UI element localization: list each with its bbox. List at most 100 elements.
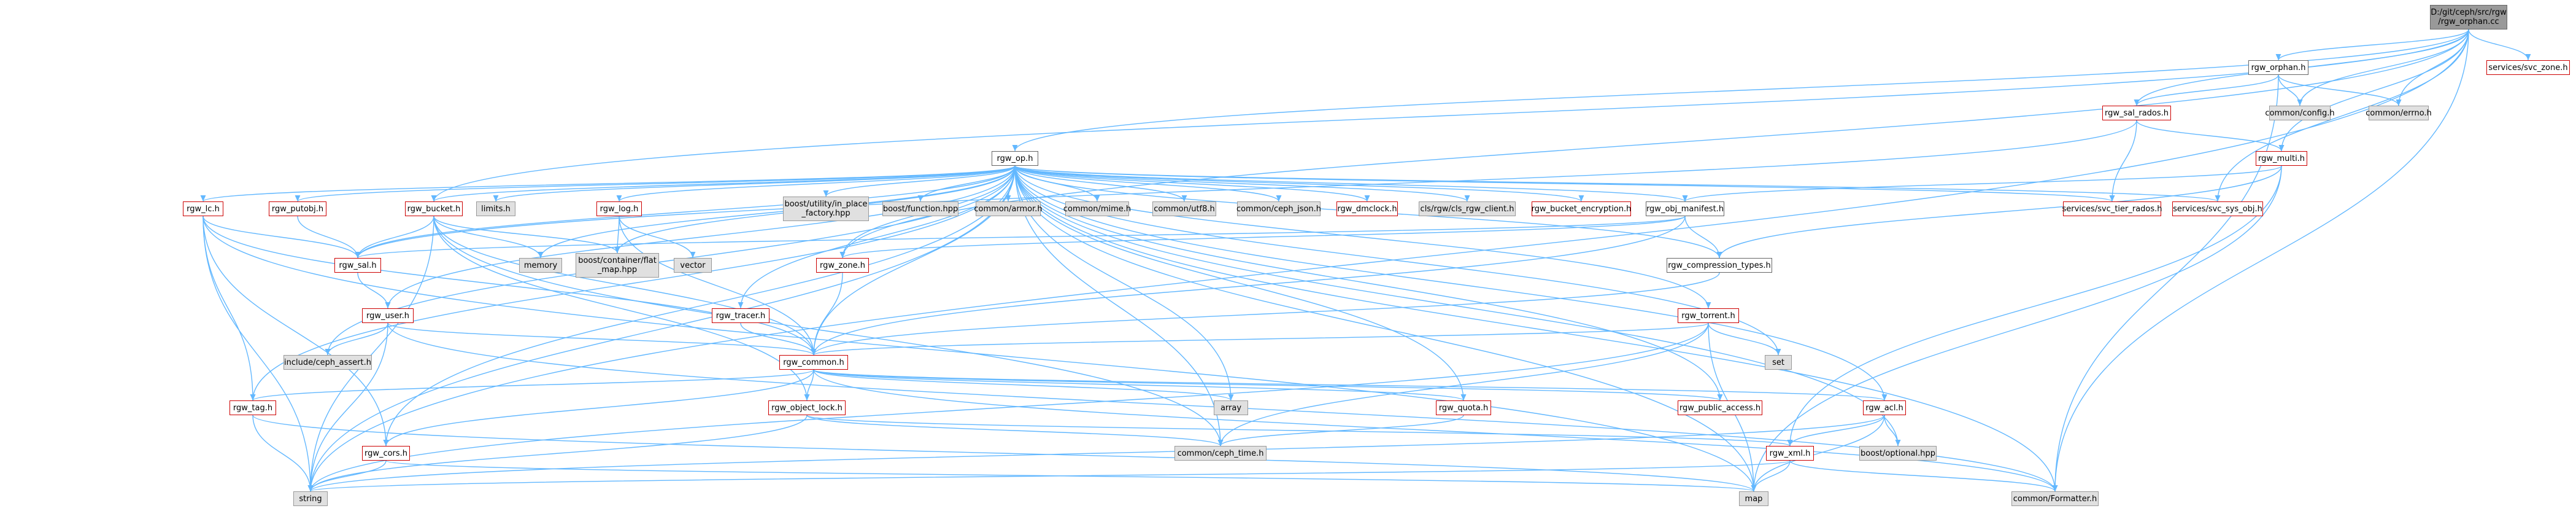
edge-rgw_bucket-to-rgw_common: [433, 216, 817, 356]
edge-root-to-common_formatter: [2052, 29, 2469, 492]
edge-rgw_op-to-rgw_bucket_encryption: [1014, 165, 1584, 202]
edge-rgw_bucket-to-memory: [433, 216, 544, 259]
node-memory: memory: [519, 258, 562, 273]
node-include-ceph-assert: include/ceph_assert.h: [283, 355, 372, 370]
node-svc-sys-obj[interactable]: services/svc_sys_obj.h: [2172, 201, 2263, 216]
edge-rgw_tracer-to-rgw_common: [740, 322, 817, 356]
node-map: map: [1739, 491, 1768, 506]
edge-root-to-rgw_multi: [2278, 29, 2469, 152]
edge-rgw_cors-to-string: [307, 460, 387, 492]
edge-rgw_orphan_h-to-common_config: [2278, 74, 2303, 106]
edge-rgw_obj_manifest-to-rgw_sal: [355, 216, 1686, 259]
edge-rgw_op-to-rgw_dmclock: [1014, 165, 1370, 202]
node-rgw-multi[interactable]: rgw_multi.h: [2256, 151, 2307, 166]
edge-root-to-rgw_orphan_h: [2275, 29, 2469, 61]
edge-rgw_lc-to-string: [202, 216, 314, 492]
edge-rgw_user-to-string: [307, 322, 388, 492]
node-rgw-torrent[interactable]: rgw_torrent.h: [1678, 308, 1739, 323]
node-label: rgw_xml.h: [1769, 448, 1811, 458]
edge-rgw_xml-to-string: [308, 460, 1791, 492]
edge-rgw_op-to-rgw_putobj: [295, 165, 1016, 202]
node-cls-rgw-client: cls/rgw/cls_rgw_client.h: [1419, 201, 1516, 216]
node-rgw-op: rgw_op.h: [992, 151, 1038, 166]
node-rgw-common[interactable]: rgw_common.h: [779, 355, 848, 370]
node-label: rgw_dmclock.h: [1337, 204, 1397, 214]
edge-rgw_sal_rados-to-svc_tier_rados: [2109, 120, 2137, 202]
node-label: common/Formatter.h: [2013, 494, 2097, 504]
node-label: rgw_bucket.h: [407, 204, 461, 214]
node-label: common/ceph_time.h: [1177, 448, 1264, 458]
node-label: common/errno.h: [2366, 108, 2432, 118]
node-svc-zone[interactable]: services/svc_zone.h: [2486, 60, 2570, 75]
node-label: rgw_compression_types.h: [1668, 260, 1771, 270]
node-label: memory: [523, 260, 558, 270]
edge-rgw_common-to-rgw_quota: [813, 369, 1467, 401]
node-rgw-acl[interactable]: rgw_acl.h: [1863, 400, 1906, 415]
edge-rgw_multi-to-rgw_xml: [1787, 165, 2282, 447]
node-rgw-cors[interactable]: rgw_cors.h: [362, 446, 410, 461]
edge-root-to-svc_sys_obj: [2215, 29, 2469, 202]
node-rgw-tag[interactable]: rgw_tag.h: [229, 400, 276, 415]
node-rgw-user[interactable]: rgw_user.h: [362, 308, 414, 323]
node-rgw-bucket-encryption[interactable]: rgw_bucket_encryption.h: [1532, 201, 1631, 216]
node-svc-tier-rados[interactable]: services/svc_tier_rados.h: [2062, 201, 2162, 216]
edge-rgw_op-to-rgw_quota: [1014, 165, 1467, 401]
node-array: array: [1214, 400, 1248, 415]
edge-rgw_lc-to-rgw_tag: [202, 216, 256, 401]
edge-rgw_acl-to-map: [1751, 415, 1885, 492]
node-rgw-lc[interactable]: rgw_lc.h: [183, 201, 223, 216]
edge-rgw_quota-to-common_ceph_time: [1217, 415, 1464, 447]
node-label: boost/container/flat _map.hpp: [578, 256, 657, 275]
node-label: map: [1745, 494, 1763, 504]
node-rgw-quota[interactable]: rgw_quota.h: [1436, 400, 1491, 415]
node-label: rgw_acl.h: [1865, 403, 1903, 413]
edge-rgw_common-to-rgw_acl: [813, 369, 1887, 401]
node-rgw-xml[interactable]: rgw_xml.h: [1766, 446, 1814, 461]
node-rgw-public-access[interactable]: rgw_public_access.h: [1678, 400, 1762, 415]
node-limits: limits.h: [476, 201, 515, 216]
node-label: boost/utility/in_place _factory.hpp: [784, 200, 868, 218]
node-label: D:/git/ceph/src/rgw /rgw_orphan.cc: [2431, 8, 2507, 26]
edge-rgw_op-to-rgw_user: [385, 165, 1016, 309]
edge-rgw_op-to-memory: [538, 165, 1016, 259]
edge-rgw_op-to-rgw_tag: [250, 165, 1016, 401]
node-rgw-zone[interactable]: rgw_zone.h: [816, 258, 869, 273]
node-rgw-object-lock[interactable]: rgw_object_lock.h: [768, 400, 846, 415]
node-label: rgw_op.h: [997, 154, 1033, 163]
node-rgw-log[interactable]: rgw_log.h: [596, 201, 642, 216]
node-rgw-tracer[interactable]: rgw_tracer.h: [712, 308, 769, 323]
node-label: boost/optional.hpp: [1861, 448, 1935, 458]
edge-rgw_putobj-to-rgw_sal: [297, 216, 361, 259]
node-label: common/utf8.h: [1154, 204, 1215, 214]
node-boost-optional: boost/optional.hpp: [1859, 446, 1937, 461]
node-label: rgw_orphan.h: [2251, 63, 2306, 72]
node-rgw-bucket[interactable]: rgw_bucket.h: [405, 201, 463, 216]
edge-rgw_tag-to-string: [252, 415, 314, 492]
edge-rgw_lc-to-rgw_common: [202, 216, 817, 356]
node-label: include/ceph_assert.h: [284, 357, 371, 367]
edge-rgw_object_lock-to-common_ceph_time: [806, 415, 1224, 447]
node-rgw-sal[interactable]: rgw_sal.h: [334, 258, 381, 273]
edge-rgw_compression_types-to-rgw_common: [811, 272, 1720, 356]
node-label: common/config.h: [2265, 108, 2335, 118]
node-rgw-orphan-h: rgw_orphan.h: [2248, 60, 2308, 75]
node-label: rgw_public_access.h: [1679, 403, 1761, 413]
edge-rgw_torrent-to-string: [307, 322, 1709, 492]
node-rgw-putobj[interactable]: rgw_putobj.h: [269, 201, 326, 216]
edge-rgw_op-to-svc_sys_obj: [1014, 165, 2220, 202]
edge-rgw_op-to-rgw_public_access: [1014, 165, 1723, 401]
node-rgw-dmclock[interactable]: rgw_dmclock.h: [1336, 201, 1398, 216]
node-rgw-sal-rados[interactable]: rgw_sal_rados.h: [2102, 106, 2171, 120]
node-label: common/armor.h: [974, 204, 1043, 214]
edge-rgw_bucket-to-string: [307, 216, 434, 492]
edge-rgw_object_lock-to-string: [307, 415, 808, 492]
node-label: rgw_tracer.h: [715, 311, 766, 321]
edge-rgw_log-to-boost_flat_map: [614, 216, 620, 254]
edge-rgw_op-to-boost_optional: [1014, 165, 1901, 447]
edge-rgw_sal-to-rgw_user: [357, 272, 391, 309]
edge-rgw_multi-to-map: [1751, 165, 2282, 492]
edge-rgw_op-to-rgw_lc: [200, 165, 1016, 202]
node-label: array: [1220, 403, 1242, 413]
edge-rgw_op-to-rgw_obj_manifest: [1014, 165, 1688, 202]
